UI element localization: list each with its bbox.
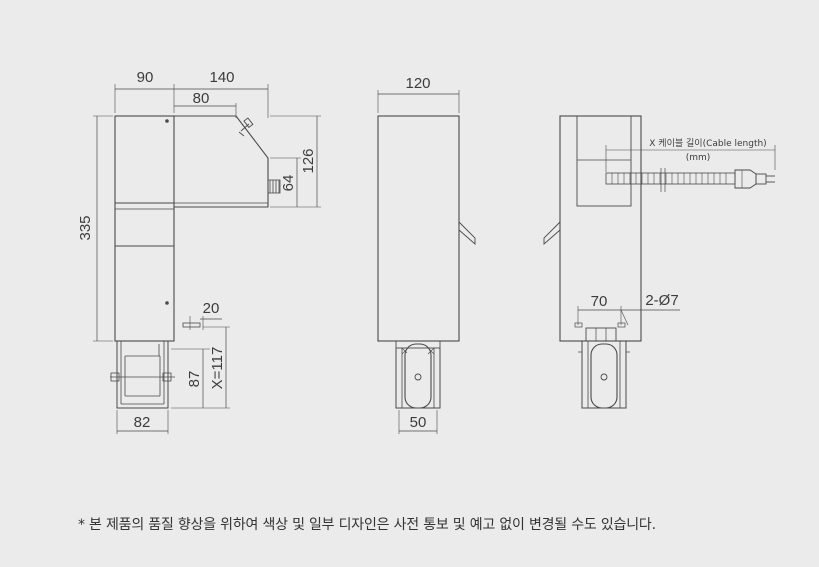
cable-length-label: X 케이블 길이(Cable length): [649, 138, 766, 149]
front-view: 120 50: [377, 75, 476, 434]
dim-335: 335: [77, 215, 94, 240]
dim-126: 126: [300, 148, 317, 173]
front-body: [377, 115, 460, 342]
dim-140: 140: [209, 69, 234, 86]
dim-x117: X=117: [209, 347, 226, 390]
dim-64: 64: [280, 175, 297, 192]
side-view: 90 140 80 335: [77, 69, 321, 434]
side-body: [114, 115, 175, 342]
dim-90: 90: [137, 69, 154, 86]
back-view: X 케이블 길이(Cable length) (mm) 70 2-Ø7: [543, 115, 776, 409]
bolt-icon: [238, 117, 254, 137]
dim-70: 70: [591, 293, 608, 310]
footnote: * 본 제품의 품질 향상을 위하여 색상 및 일부 디자인은 사전 통보 및 …: [78, 517, 656, 533]
wheel-front: [404, 343, 432, 409]
dim-87: 87: [186, 371, 203, 388]
dim-120: 120: [405, 75, 430, 92]
dim-82: 82: [134, 414, 151, 431]
dim-80: 80: [193, 90, 210, 107]
dim-20: 20: [203, 300, 220, 317]
cable-length-unit: (mm): [686, 153, 711, 163]
wheel-back: [590, 343, 618, 409]
cable-icon: [605, 168, 736, 192]
dim-holes: 2-Ø7: [645, 292, 678, 309]
side-arm: [174, 115, 269, 208]
cable-gland-icon: [267, 179, 281, 194]
side-window: [114, 202, 175, 247]
dim-50: 50: [410, 414, 427, 431]
plug-icon: [734, 169, 775, 189]
